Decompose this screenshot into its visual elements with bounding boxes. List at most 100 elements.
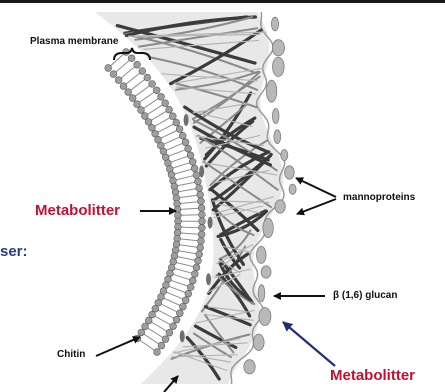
lipid-tail [176, 263, 194, 267]
lipid-head [105, 65, 112, 72]
lipid-tail [144, 334, 159, 344]
lipid-tail [131, 79, 145, 90]
lipid-tail [179, 245, 197, 247]
metabolitter-right-arrow [283, 322, 335, 366]
lipid-head [149, 124, 156, 131]
lipid-tail [178, 189, 196, 192]
lipid-head [162, 100, 169, 107]
lipid-tail [151, 111, 167, 120]
lipid-head [191, 165, 198, 172]
lipid-tail [148, 328, 163, 338]
lipid-tail [151, 322, 167, 331]
plasma-membrane-label: Plasma membrane [30, 37, 118, 47]
lipid-head [197, 191, 204, 198]
lipid-tail [158, 124, 174, 132]
mannoprotein-blob [244, 360, 255, 374]
mannoprotein-blob [289, 184, 296, 194]
lipid-head [158, 342, 165, 349]
lipid-head [196, 251, 203, 258]
inner-chitin-mark [208, 217, 213, 229]
lipid-tail [110, 54, 123, 66]
chitin-label: Chitin [57, 350, 85, 360]
mannoproteins-label: mannoproteins [343, 193, 415, 203]
mannoprotein-blob [258, 285, 265, 302]
cut-off-text: ser: [0, 244, 28, 259]
lipid-head [189, 277, 196, 284]
lipid-tail [158, 310, 174, 318]
lipid-tail [173, 163, 190, 168]
lipid-head [187, 284, 194, 291]
lipid-tail [135, 86, 150, 97]
lipid-tail [121, 67, 135, 79]
lipid-head [189, 158, 196, 165]
lipid-head [149, 81, 156, 88]
lipid-head [193, 264, 200, 271]
mannoprotein-blob [272, 109, 279, 124]
lipid-head [198, 205, 205, 212]
mannoprotein-blob [272, 40, 284, 56]
lipid-head [120, 83, 127, 90]
lipid-tail [155, 118, 171, 127]
inner-chitin-mark [180, 330, 185, 342]
lipid-tail [173, 274, 190, 279]
mannoprotein-blob [257, 246, 267, 263]
metabolitter-left-label: Metabolitter [35, 203, 120, 218]
lipid-tail [181, 215, 199, 216]
glucan-label: β (1,6) glucan [333, 291, 397, 301]
lipid-head [182, 297, 189, 304]
lipid-head [162, 336, 169, 343]
lipid-head [169, 113, 176, 120]
lipid-head [195, 178, 202, 185]
inner-chitin-mark [184, 114, 189, 126]
lipid-head [182, 139, 189, 146]
lipid-tail [171, 280, 188, 286]
lipid-head [145, 317, 152, 324]
lipid-tail [177, 257, 195, 261]
lipid-head [198, 231, 205, 238]
lipid-head [199, 211, 206, 218]
lipid-tail [169, 286, 186, 292]
lipid-head [134, 61, 141, 68]
lipid-head [199, 224, 206, 231]
lipid-tail [181, 227, 199, 228]
lipid-head [193, 172, 200, 179]
lipid-head [138, 329, 145, 336]
lipid-head [158, 93, 165, 100]
lipid-tail [176, 176, 193, 180]
lipid-head [125, 89, 132, 96]
lipid-head [154, 349, 161, 356]
lipid-head [199, 218, 206, 225]
lipid-head [134, 101, 141, 108]
lipid-tail [171, 156, 188, 162]
mannoprotein-blob [261, 266, 271, 278]
wall-background [95, 12, 284, 384]
mannoprotein-blob [266, 80, 276, 102]
lipid-tail [166, 292, 183, 299]
mannoprotein-blob [259, 308, 271, 326]
mannoprotein-blob [281, 150, 288, 161]
lipid-head [129, 95, 136, 102]
mannoproteins-arrow-upper [296, 178, 336, 197]
lipid-head [153, 87, 160, 94]
lipid-tail [181, 233, 199, 234]
lipid-head [197, 244, 204, 251]
lipid-head [115, 77, 122, 84]
lipid-tail [174, 169, 191, 174]
lipid-head [173, 316, 180, 323]
lipid-head [138, 107, 145, 114]
lipid-tail [166, 143, 183, 150]
lipid-tail [147, 105, 162, 115]
lipid-head [191, 271, 198, 278]
lipid-tail [180, 202, 198, 204]
mannoproteins-arrow-lower [297, 199, 336, 214]
lipid-tail [175, 268, 192, 273]
lipid-tail [155, 316, 171, 325]
lipid-head [185, 145, 192, 152]
lipid-head [166, 329, 173, 336]
lipid-head [142, 323, 149, 330]
lipid-head [187, 152, 194, 159]
mannoprotein-blob [271, 17, 278, 31]
lipid-head [128, 55, 135, 62]
lipid-tail [181, 208, 199, 209]
